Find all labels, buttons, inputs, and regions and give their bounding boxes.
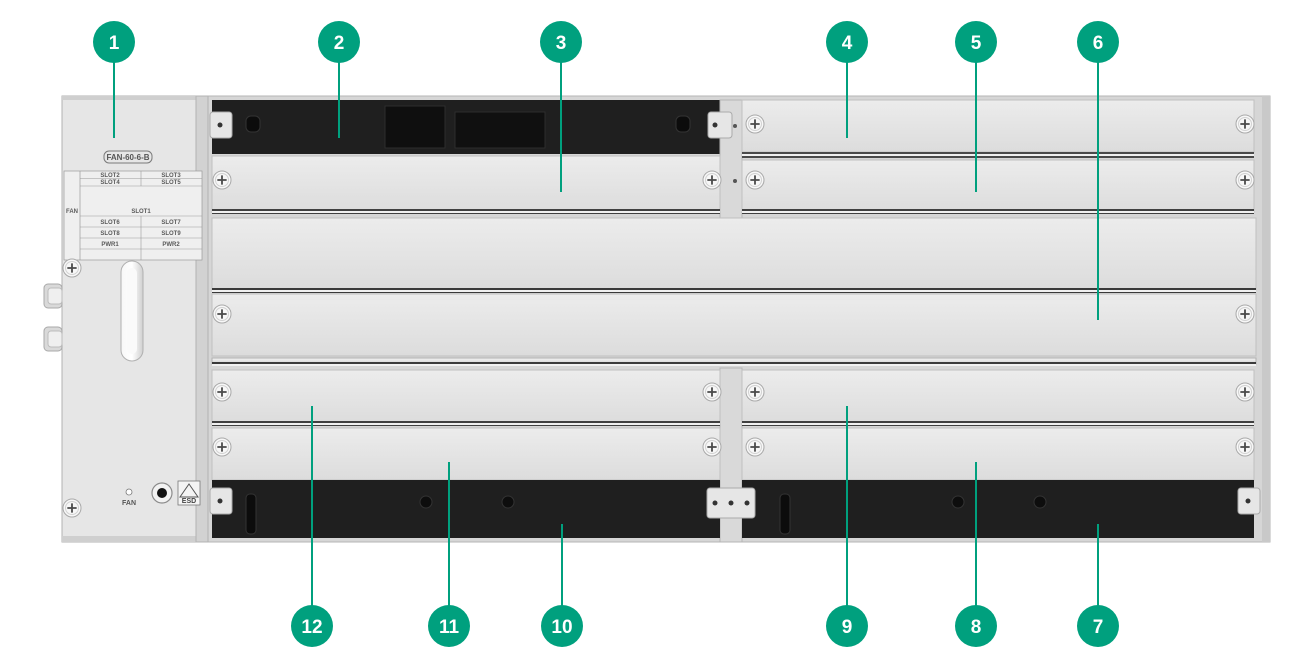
callout-7: 7 [1077,605,1119,647]
svg-text:10: 10 [551,617,572,638]
fan-module-model: FAN-60-6-B [106,153,149,162]
captive-screw-icon[interactable] [62,258,82,278]
captive-screw-icon[interactable] [702,170,722,190]
full-width-filler-upper[interactable] [211,217,1257,293]
svg-text:4: 4 [842,33,853,54]
svg-text:12: 12 [301,617,322,638]
callout-4: 4 [826,21,868,63]
callout-1: 1 [93,21,135,63]
captive-screw-icon[interactable] [1235,170,1255,190]
side-connector [43,326,63,352]
captive-screw-icon[interactable] [702,437,722,457]
fan-module[interactable]: FAN-60-6-B FAN SLOT2 SLOT3 SLOT4 SLOT5 S… [43,95,209,543]
left-module-slot3[interactable] [211,155,721,214]
left-module-slot11[interactable] [211,427,721,481]
captive-screw-icon[interactable] [745,382,765,402]
svg-text:1: 1 [109,33,120,54]
bottom-right-dark-slot [742,480,1261,538]
slot-label: SLOT5 [161,180,181,186]
callout-3: 3 [540,21,582,63]
captive-screw-icon[interactable] [745,437,765,457]
slot-label: SLOT2 [100,173,120,179]
captive-screw-icon[interactable] [62,498,82,518]
svg-text:2: 2 [334,33,345,54]
top-left-dark-slot [209,100,720,154]
captive-screw-icon[interactable] [212,304,232,324]
captive-screw-icon[interactable] [702,382,722,402]
captive-screw-icon[interactable] [745,170,765,190]
captive-screw-icon[interactable] [212,170,232,190]
callout-12: 12 [291,605,333,647]
callout-5: 5 [955,21,997,63]
esd-warning-icon: ESD [177,480,201,506]
callout-2: 2 [318,21,360,63]
slot-label: SLOT4 [100,180,120,186]
svg-text:3: 3 [556,33,567,54]
divider-dots [733,124,737,183]
bottom-left-dark-slot [209,480,720,538]
full-width-module-slot6[interactable] [211,293,1257,366]
fan-status-led [125,488,133,496]
left-module-slot12[interactable] [211,369,721,426]
captive-screw-icon[interactable] [1235,382,1255,402]
captive-screw-icon[interactable] [212,437,232,457]
top-right-filler-panel[interactable] [741,99,1255,158]
bottom-center-bracket [706,487,756,519]
callout-badges: 1 2 3 4 5 6 7 8 9 10 11 12 [93,21,1119,647]
svg-text:6: 6 [1093,33,1104,54]
right-module-slot9[interactable] [741,369,1255,426]
slot-label: SLOT3 [161,173,181,179]
callout-6: 6 [1077,21,1119,63]
bracket [707,111,733,139]
ground-terminal-icon [151,482,173,504]
callout-10: 10 [541,605,583,647]
captive-screw-icon[interactable] [1235,437,1255,457]
fan-led-label: FAN [122,500,136,507]
svg-text:11: 11 [439,617,460,638]
slot-mapping-table: FAN SLOT2 SLOT3 SLOT4 SLOT5 SLOT1 SLOT6 … [63,170,203,261]
slot-label: SLOT6 [100,220,120,226]
slot-label: SLOT9 [161,231,181,237]
captive-screw-icon[interactable] [1235,304,1255,324]
slot-label: SLOT7 [161,220,181,226]
captive-screw-icon[interactable] [1235,114,1255,134]
right-module-slot5[interactable] [741,159,1255,214]
slot-label: PWR1 [101,242,119,248]
captive-screw-icon[interactable] [745,114,765,134]
slot-label: PWR2 [162,242,180,248]
slot-label: SLOT8 [100,231,120,237]
svg-text:5: 5 [971,33,982,54]
slot-label: SLOT1 [131,209,151,215]
callout-11: 11 [428,605,470,647]
svg-text:8: 8 [971,617,982,638]
callout-8: 8 [955,605,997,647]
svg-text:7: 7 [1093,617,1104,638]
callout-leaders [113,60,1099,606]
callout-9: 9 [826,605,868,647]
esd-label: ESD [182,498,196,505]
captive-screw-icon[interactable] [212,382,232,402]
fan-row-label: FAN [66,209,78,215]
side-connector [43,283,63,309]
right-module-slot8[interactable] [741,427,1255,481]
svg-text:9: 9 [842,617,853,638]
